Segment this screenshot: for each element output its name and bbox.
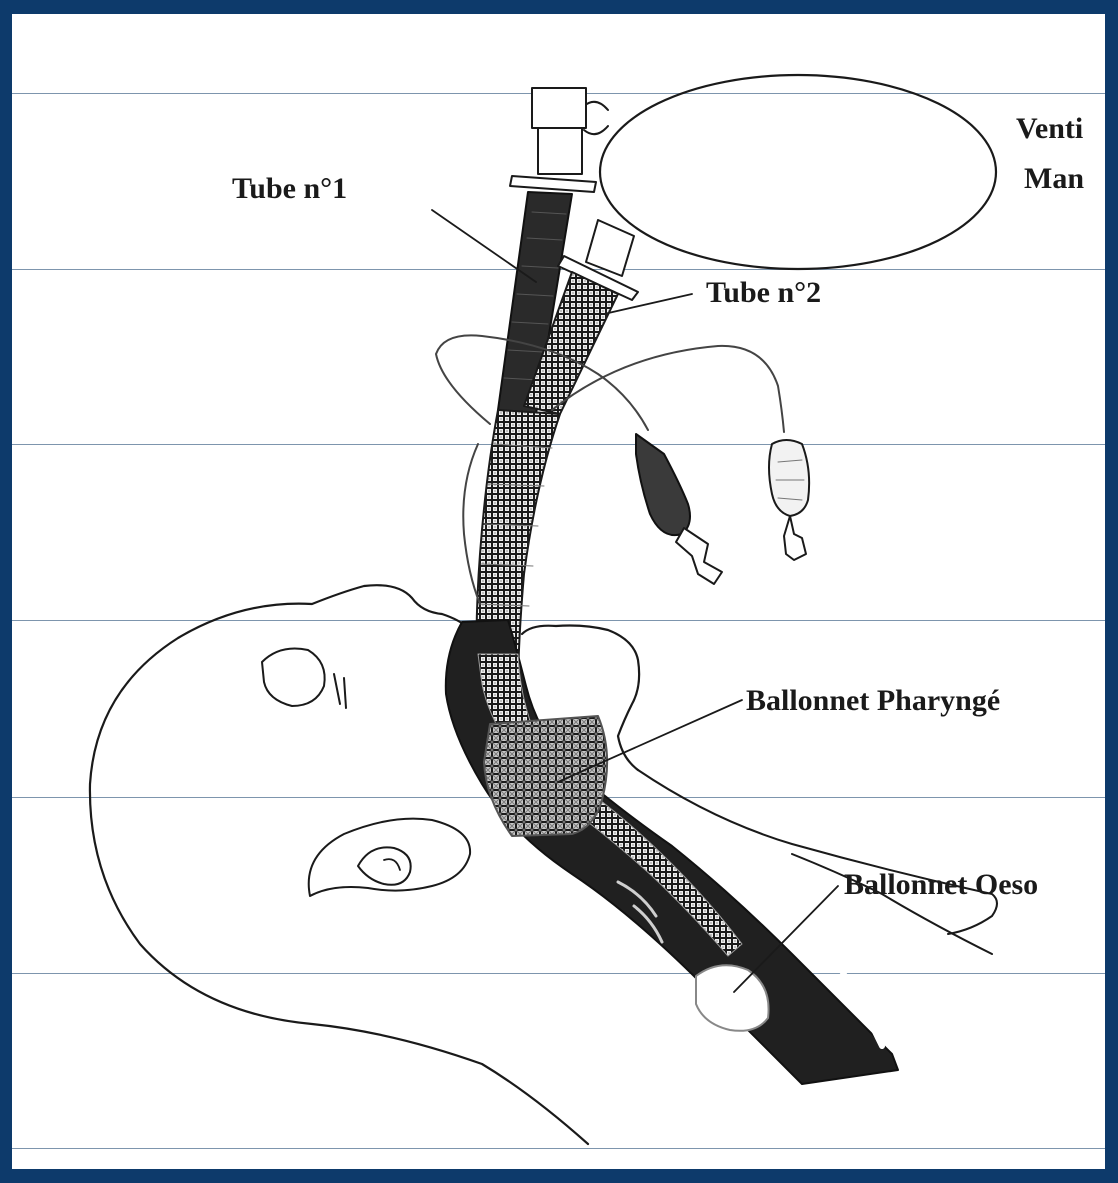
ventilation-bag bbox=[600, 75, 996, 269]
bag-neck bbox=[584, 102, 608, 134]
tube1-connector bbox=[532, 88, 586, 128]
ventilation-label-line2: Man bbox=[1024, 162, 1084, 196]
tube2-connector bbox=[586, 220, 634, 276]
tube1-flange bbox=[510, 176, 596, 192]
tube1-label: Tube n°1 bbox=[232, 172, 347, 206]
ventilation-label-line1: Venti bbox=[1016, 112, 1083, 146]
tube2-label: Tube n°2 bbox=[706, 276, 821, 310]
pilot-balloon-light bbox=[769, 440, 809, 516]
tube1-connector-lower bbox=[538, 128, 582, 174]
eye-outline bbox=[262, 649, 325, 707]
figure-panel: Tube n°1 Tube n°2 Venti Man Ballonnet Ph… bbox=[12, 14, 1105, 1169]
combitube-diagram bbox=[12, 14, 1105, 1169]
pilot-balloon-dark bbox=[636, 434, 690, 535]
pharyngeal-cuff bbox=[484, 716, 607, 836]
oesophageal-cuff-label: Ballonnet Oeso bbox=[844, 868, 1038, 902]
pharyngeal-cuff-label: Ballonnet Pharyngé bbox=[746, 684, 1000, 718]
